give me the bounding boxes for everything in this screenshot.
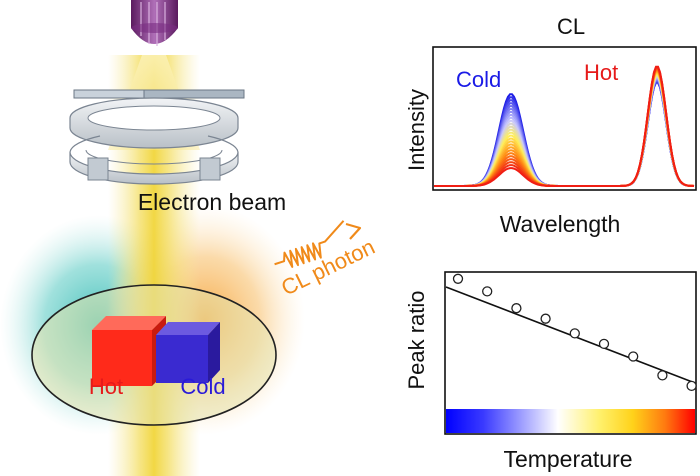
- electron-beam-label: Electron beam: [138, 189, 286, 215]
- cl-spectrum-curve: [434, 81, 695, 187]
- ratio-data-point: [628, 351, 639, 362]
- cold-cube: [156, 322, 220, 383]
- ratio-plot-frame: [444, 271, 697, 435]
- aperture-plate: [73, 89, 245, 99]
- ratio-data-point: [452, 273, 464, 284]
- ratio-xlabel: Temperature: [503, 446, 632, 472]
- ratio-data-point: [540, 313, 551, 324]
- peak-ratio-plot: [445, 273, 697, 392]
- ratio-data-point: [686, 380, 697, 392]
- cl-spectrum-curve: [434, 77, 695, 187]
- cl-spectrum-curve: [434, 77, 695, 187]
- electron-gun-nozzle-icon: [131, 0, 178, 46]
- ratio-ylabel: Peak ratio: [404, 290, 429, 389]
- cl-spectrum-curve: [434, 76, 695, 187]
- cl-cold-label: Cold: [456, 67, 501, 92]
- cl-ylabel: Intensity: [404, 89, 429, 171]
- cl-spectrum-curve: [434, 81, 695, 187]
- cl-spectrum-curve: [434, 79, 695, 187]
- temperature-colorbar: [446, 409, 695, 433]
- cl-spectra-plot: [434, 65, 695, 187]
- cl-spectrum-curve: [434, 65, 695, 187]
- cl-xlabel: Wavelength: [500, 211, 621, 237]
- ratio-data-point: [598, 338, 610, 350]
- cl-title: CL: [557, 14, 585, 39]
- cl-spectrum-curve: [434, 79, 695, 187]
- magnetic-lens-rings-icon: [69, 97, 239, 185]
- ratio-data-point: [482, 286, 493, 297]
- cl-spectrum-curve: [434, 78, 695, 187]
- hot-label: Hot: [89, 374, 123, 399]
- photon-wave-arrow-icon: [274, 220, 362, 268]
- ratio-data-point: [657, 370, 668, 381]
- cl-hot-label: Hot: [584, 60, 618, 85]
- cold-label: Cold: [180, 374, 225, 399]
- ratio-data-point: [511, 303, 522, 314]
- cl-spectrum-curve: [434, 75, 695, 187]
- cl-spectrum-curve: [434, 74, 695, 187]
- ratio-data-point: [569, 328, 580, 339]
- cl-spectrum-curve: [434, 75, 695, 187]
- cl-plot-frame: [432, 46, 697, 191]
- cl-spectrum-curve: [434, 80, 695, 187]
